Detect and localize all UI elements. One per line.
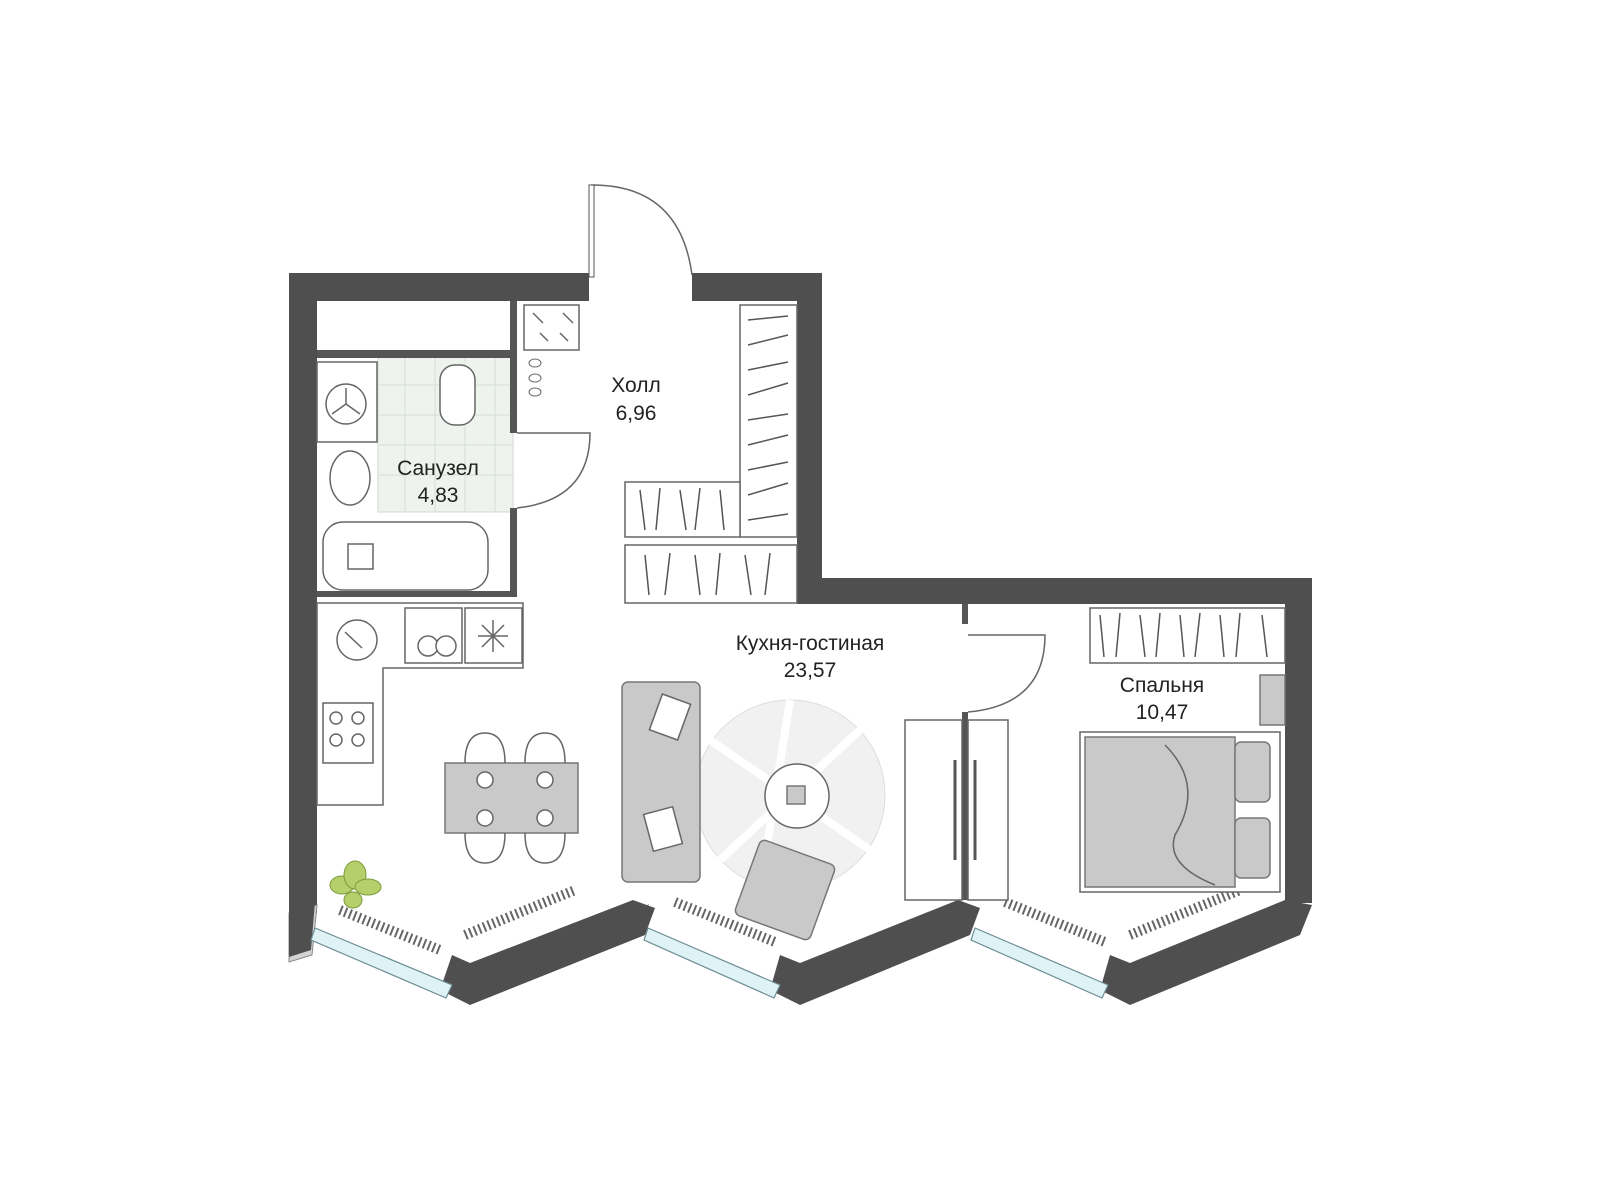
room-area: 6,96 (616, 402, 657, 425)
room-name: Холл (611, 374, 661, 397)
bathtub (322, 521, 489, 591)
window-2 (643, 927, 781, 999)
hall-wardrobe (624, 304, 798, 604)
bed (1079, 731, 1281, 893)
room-label-bedroom: Спальня 10,47 (1120, 674, 1204, 724)
bathroom-fixtures (316, 304, 580, 591)
window-1 (310, 927, 453, 999)
room-area: 10,47 (1136, 701, 1189, 724)
room-label-kitchen-living: Кухня-гостиная 23,57 (736, 632, 885, 682)
bedroom-door[interactable] (967, 634, 1046, 713)
slippers-icon (528, 358, 542, 397)
windows (310, 927, 1109, 999)
room-name: Кухня-гостиная (736, 632, 885, 655)
bathroom-door[interactable] (516, 432, 591, 509)
room-area: 4,83 (418, 484, 459, 507)
plant-icon (329, 860, 382, 909)
room-label-bathroom: Санузел 4,83 (397, 457, 479, 507)
bay-walls (288, 900, 1312, 1005)
dining-table (444, 732, 579, 864)
kitchen-unit (316, 602, 524, 806)
room-label-hall: Холл 6,96 (611, 374, 661, 425)
toilet (439, 364, 476, 426)
window-3 (970, 927, 1109, 999)
bedroom-wardrobe (1089, 607, 1286, 726)
entrance-door[interactable] (588, 184, 693, 278)
walls (289, 273, 1312, 913)
room-area: 23,57 (784, 659, 837, 682)
armchair (734, 839, 836, 941)
room-name: Спальня (1120, 674, 1204, 697)
room-name: Санузел (397, 457, 479, 480)
sofa (621, 681, 701, 883)
tv-stand (904, 719, 1009, 901)
